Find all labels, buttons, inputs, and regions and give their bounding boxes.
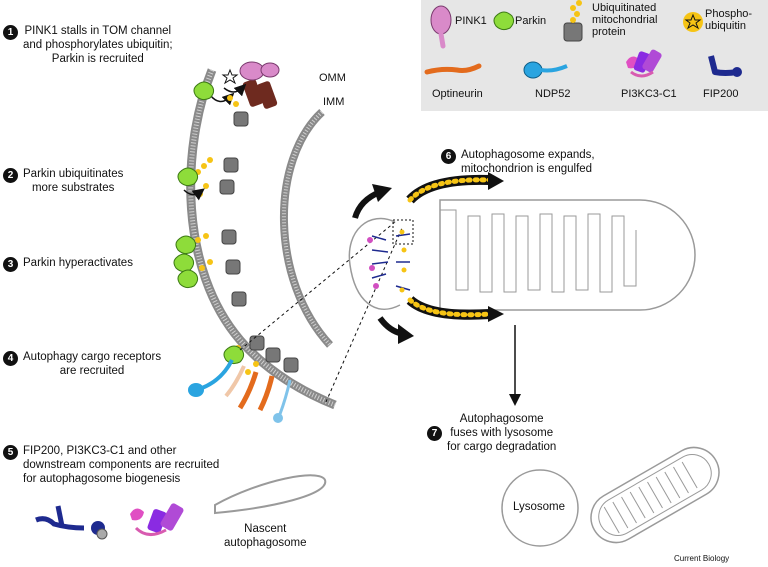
parkin-icon: [493, 11, 515, 31]
legend-ub-protein-label: Ubiquitinated mitochondrial protein: [592, 2, 657, 38]
omm-label: OMM: [319, 72, 346, 84]
mitochondrion-outline: [439, 199, 696, 311]
arrow-icon: [209, 92, 235, 106]
ndp52-icon: [523, 61, 568, 79]
phagophore-membrane: [348, 217, 401, 310]
zoom-box: [392, 219, 414, 245]
step-text: Parkin hyperactivates: [23, 257, 133, 269]
step-number: 3: [3, 257, 18, 272]
inner-mitochondrial-membrane: [279, 109, 333, 348]
step-text: Parkin ubiquitinates more substrates: [23, 168, 124, 194]
step-text: PINK1 stalls in TOM channel and phosphor…: [23, 25, 173, 65]
autophagosome-fused: [590, 446, 720, 544]
outer-mitochondrial-membrane: [186, 68, 337, 410]
nascent-autophagosome-shape: [214, 474, 327, 515]
legend-fip200-label: FIP200: [703, 88, 739, 100]
legend-ub-line3: protein: [592, 26, 626, 38]
legend-phospho-line2: ubiquitin: [705, 20, 746, 32]
substrate-proteins: [219, 111, 299, 373]
step-number: 2: [3, 168, 18, 183]
step-text: Autophagy cargo receptors are recruited: [23, 351, 162, 377]
step-number: 4: [3, 351, 18, 366]
cargo-receptors: [188, 359, 292, 423]
receptor-cluster: [371, 233, 411, 291]
tom-complex: [242, 79, 278, 109]
legend-pi3k-label: PI3KC3-C1: [621, 88, 677, 100]
lysosome-circle: [501, 469, 579, 547]
step-text: Autophagosome expands, mitochondrion is …: [461, 149, 595, 175]
step-7: 7 Autophagosome fuses with lysosome for …: [427, 412, 556, 454]
arrow-icon: [223, 83, 247, 97]
ubiquitinated-protein-icon: [563, 0, 583, 42]
legend-panel: PINK1 Parkin Ubiquitinated mitochondrial…: [421, 0, 768, 111]
pink1-icon: [239, 61, 280, 81]
zoom-line: [325, 227, 403, 403]
legend-ndp52-label: NDP52: [535, 88, 571, 100]
legend-ub-line1: Ubiquitinated: [592, 2, 657, 14]
legend-parkin-label: Parkin: [515, 15, 547, 27]
legend-optineurin-label: Optineurin: [432, 88, 483, 100]
step-number: 5: [3, 445, 18, 460]
step-4: 4 Autophagy cargo receptors are recruite…: [3, 350, 161, 378]
phospho-ubiquitin-icon: [683, 12, 703, 32]
step-number: 6: [441, 149, 456, 164]
arrow-icon: [183, 188, 205, 201]
cristae: [440, 209, 637, 293]
credit-label: Current Biology: [674, 554, 730, 563]
phospho-star-icon: [221, 68, 239, 85]
nascent-autophagosome-label: Nascent autophagosome: [224, 523, 307, 549]
step-number: 1: [3, 25, 18, 40]
pink1-icon: [430, 5, 452, 49]
lysosome-label: Lysosome: [513, 501, 565, 513]
optineurin-icon: [424, 63, 482, 75]
step-1: 1 PINK1 stalls in TOM channel and phosph…: [3, 24, 173, 66]
step-5: 5 FIP200, PI3KC3-C1 and other downstream…: [3, 444, 219, 486]
step-6: 6 Autophagosome expands, mitochondrion i…: [441, 148, 595, 176]
fip200-icon: [35, 505, 108, 540]
step-number: 7: [427, 426, 442, 441]
fip200-icon: [708, 55, 742, 77]
parkin-icon: [193, 81, 215, 101]
legend-phospho-label: Phospho- ubiquitin: [705, 8, 752, 32]
pi3k-dots: [367, 237, 379, 289]
legend-icons: [424, 0, 742, 79]
imm-label: IMM: [323, 96, 345, 108]
step-text: FIP200, PI3KC3-C1 and other downstream c…: [23, 445, 220, 485]
step-text: Autophagosome fuses with lysosome for ca…: [447, 413, 557, 453]
parkin-cluster: [173, 167, 245, 365]
step-3: 3 Parkin hyperactivates: [3, 256, 133, 272]
pi3kc3-c1-icon: [626, 49, 662, 78]
pi3kc3-c1-icon: [130, 503, 184, 536]
legend-phospho-line1: Phospho-: [705, 8, 753, 20]
step-2: 2 Parkin ubiquitinates more substrates: [3, 167, 123, 195]
ub-dots-cup: [399, 229, 407, 293]
legend-pink1-label: PINK1: [455, 15, 487, 27]
legend-ub-line2: mitochondrial: [592, 14, 658, 26]
